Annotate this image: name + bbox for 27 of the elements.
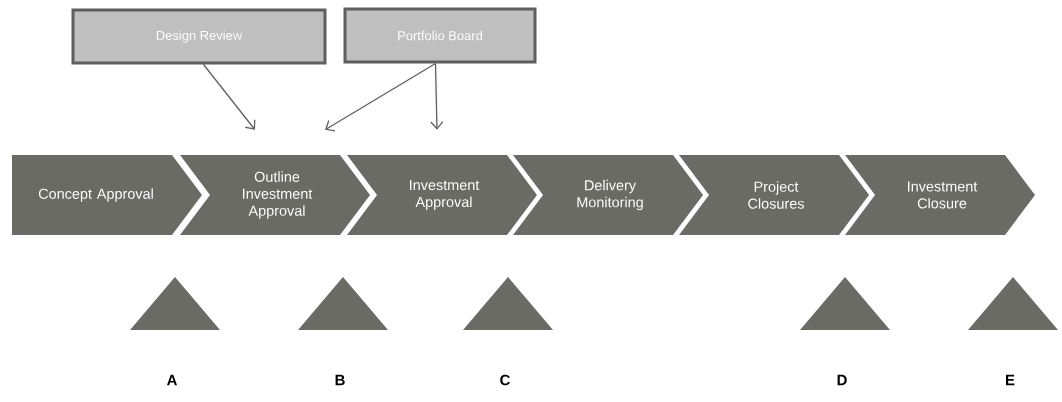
node-label: Investment Approval	[410, 180, 480, 210]
milestone-letter: C	[500, 374, 510, 386]
milestone-letter: D	[837, 374, 847, 386]
node-label: Outline Investment Approval	[243, 171, 313, 219]
milestone-letter: A	[167, 374, 177, 386]
arrow	[325, 62, 437, 132]
stage-box: Portfolio Board	[343, 7, 537, 64]
chevron-step: Outline Investment Approval	[180, 155, 370, 235]
node-label: Project Closures	[748, 181, 804, 209]
milestone-triangle	[130, 277, 220, 330]
milestone-triangle	[968, 277, 1058, 330]
arrow	[430, 62, 444, 130]
milestone-letter: E	[1006, 374, 1015, 386]
milestone-triangle	[298, 277, 388, 330]
chevron-step: Project Closures	[679, 155, 869, 235]
chevron-step: Investment Approval	[347, 155, 537, 235]
chevron-step: Delivery Monitoring	[513, 155, 703, 235]
milestone-triangle	[800, 277, 890, 330]
node-label: Investment Closure	[908, 181, 978, 209]
stage-box: Design Review	[71, 8, 327, 65]
arrow	[202, 63, 256, 130]
chevron-step: Concept Approval	[12, 155, 202, 235]
node-label: Concept Approval	[38, 188, 153, 202]
milestone-letter: B	[335, 374, 345, 386]
chevron-step: Investment Closure	[845, 155, 1035, 235]
node-label: Delivery Monitoring	[577, 179, 643, 211]
milestone-triangle	[463, 277, 553, 330]
